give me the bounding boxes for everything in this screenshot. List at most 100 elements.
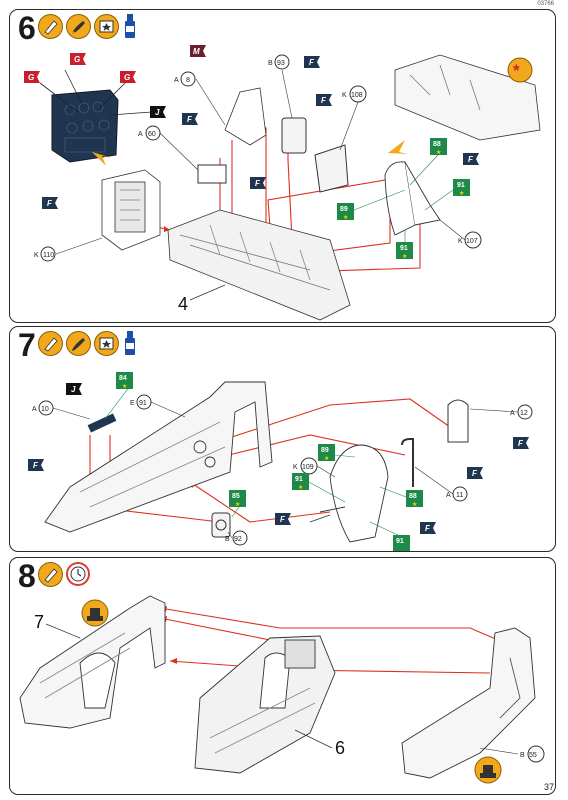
svg-text:★: ★ — [298, 484, 303, 491]
flag-label: F — [518, 439, 524, 448]
flag-label: F — [425, 524, 431, 533]
flags: J F F F F F — [28, 383, 529, 534]
clamp-icon — [474, 756, 502, 784]
glue-icon — [38, 14, 63, 39]
paint-codes: 88 ★ 89 ★ 91 ★ 91 ★ — [337, 138, 470, 260]
part-letter: K — [34, 252, 39, 259]
callout-lines — [39, 69, 153, 116]
paint-code: 88 — [433, 141, 441, 148]
svg-text:★: ★ — [436, 149, 441, 156]
subassembly-6 — [194, 635, 336, 774]
subassembly-label: 4 — [178, 294, 188, 314]
flag-label: F — [468, 155, 474, 164]
subassembly-label: 6 — [335, 738, 345, 758]
part-number: 11 — [456, 492, 463, 499]
paint-code: 91 — [400, 245, 408, 252]
step-icons — [38, 331, 136, 356]
paint-code: 91 — [457, 182, 465, 189]
asterisk-icon — [507, 57, 533, 83]
clamp-icon — [81, 599, 109, 627]
part-letter: K — [458, 238, 463, 245]
paint-code: 89 — [321, 447, 329, 454]
completed-cockpit-preview — [394, 54, 541, 141]
part-number: 12 — [520, 410, 528, 417]
subassembly-label: 7 — [34, 612, 44, 632]
part-a11-shape — [401, 438, 414, 487]
part-number: 109 — [302, 464, 314, 471]
page-number: 37 — [543, 782, 554, 792]
flag-label: F — [33, 461, 39, 470]
part-b93-shape — [281, 117, 307, 154]
svg-text:★: ★ — [343, 214, 348, 221]
part-letter: A — [174, 77, 179, 84]
catalog-code: 03766 — [537, 1, 554, 7]
part-k108-shape — [314, 144, 349, 193]
flags: G G G J F M F F F F F — [24, 45, 479, 209]
part-number: 60 — [148, 131, 156, 138]
paint-bottle-icon — [124, 14, 136, 38]
part-labels: A 10 E 91 K 109 B 92 A 12 A 11 — [32, 394, 533, 546]
part-a10-shape — [87, 413, 117, 433]
part-e91-console — [44, 381, 273, 533]
flag-label: F — [321, 96, 327, 105]
part-letter: B — [268, 60, 273, 67]
assembly-lines — [159, 607, 506, 674]
flag-label: G — [74, 55, 80, 64]
step-number: 8 — [18, 558, 36, 594]
part-number: 10 — [41, 406, 49, 413]
paint-code: 91 — [295, 476, 303, 483]
flag-label: J — [71, 385, 76, 394]
flag-label: G — [124, 73, 130, 82]
svg-text:*: * — [513, 61, 520, 80]
svg-text:★: ★ — [324, 455, 329, 462]
part-b55-shape — [401, 627, 536, 779]
part-a8-shape — [224, 87, 267, 146]
part-letter: A — [510, 410, 515, 417]
part-letter: K — [293, 464, 298, 471]
paint-bottle-icon — [124, 331, 136, 355]
decal-icon — [94, 14, 119, 39]
orange-arrow — [388, 140, 408, 154]
part-a12-shape — [447, 399, 469, 443]
step-8-panel: 8 — [9, 557, 556, 795]
part-number: 108 — [351, 92, 363, 99]
part-b92-shape — [211, 512, 231, 538]
subassembly-7 — [19, 595, 166, 729]
flag-label: G — [28, 73, 34, 82]
paint-codes: 84 ★ 85 ★ 89 ★ 91 ★ 88 ★ 91 — [104, 372, 423, 551]
flag-label: F — [309, 58, 315, 67]
part-number: 107 — [466, 238, 478, 245]
part-k109-seat — [309, 444, 389, 543]
svg-text:★: ★ — [412, 501, 417, 508]
part-labels: 7 6 B 55 — [34, 612, 545, 763]
part-number: 110 — [43, 252, 54, 259]
step-icons — [38, 14, 136, 39]
svg-text:★: ★ — [235, 501, 240, 508]
flag-label: F — [280, 515, 286, 524]
part-letter: A — [138, 131, 143, 138]
paint-brush-icon — [66, 14, 91, 39]
part-number: 93 — [277, 60, 285, 67]
paint-code: 84 — [119, 375, 127, 382]
svg-text:★: ★ — [402, 253, 407, 260]
part-letter: A — [32, 406, 37, 413]
flag-label: M — [193, 47, 200, 56]
flag-label: J — [155, 108, 160, 117]
part-number: 55 — [529, 752, 537, 759]
step-7-drawing: A 10 E 91 K 109 B 92 A 12 A 11 J F — [28, 372, 533, 551]
paint-code: 89 — [340, 206, 348, 213]
glue-icon — [38, 562, 63, 587]
part-number: 8 — [186, 77, 190, 84]
step-6-drawing: * K 110 A 60 A 8 B 93 K 108 K 107 4 — [24, 45, 541, 321]
part-letter: K — [342, 92, 347, 99]
part-letter: B — [225, 536, 230, 543]
paint-code: 88 — [409, 493, 417, 500]
decal-icon — [94, 331, 119, 356]
instrument-panel — [51, 89, 119, 163]
paint-brush-icon — [66, 331, 91, 356]
cockpit-floor — [167, 209, 351, 321]
rear-frame — [101, 169, 161, 251]
part-k107-seat — [384, 161, 441, 236]
svg-text:★: ★ — [122, 383, 127, 390]
clock-icon — [66, 562, 90, 586]
